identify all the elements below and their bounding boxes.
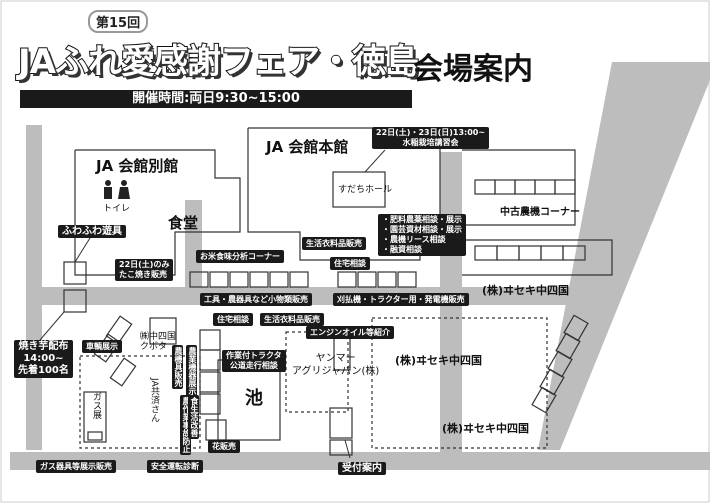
housing-consult-tag-1: 住宅相談 xyxy=(330,257,370,270)
iseki-label-2: (株)ヰセキ中四国 xyxy=(395,354,483,367)
seminar-tag: 22日(土)・23日(日)13:00~ 水稲栽培講習会 xyxy=(372,127,490,149)
sudachi-hall-label: すだちホール xyxy=(338,185,393,195)
consultation-tag: ・肥料農薬相談・展示 ・園芸資材相談・展示 ・農機リース相談 ・融資相談 xyxy=(378,214,466,256)
takoyaki-tag: 22日(土)のみ たこ焼き販売 xyxy=(115,259,174,281)
safety-check-tag: 安全運転診断 xyxy=(147,460,203,473)
vertical-tag-2: 農業機器展示 xyxy=(186,345,197,397)
gas-label: ガス展 xyxy=(91,392,101,419)
yanmar-label: ヤンマー アグリジャパン(株) xyxy=(292,353,380,377)
roast-potato-tag: 焼き芋配布 14:00~ 先着100名 xyxy=(14,340,73,378)
pond-label: 池 xyxy=(245,388,263,409)
tractor-road-tag: 作業付トラクタ 公道走行相談 xyxy=(222,350,286,372)
fuwafuwa-tag: ふわふわ遊具 xyxy=(58,225,126,238)
ja-kyosai-label: JA共済さん xyxy=(149,378,159,423)
gas-sale-tag: ガス器具等展示販売 xyxy=(36,460,116,473)
used-machinery-label: 中古農機コーナー xyxy=(500,207,580,218)
main-hall-label: JA 会館本館 xyxy=(266,138,349,156)
hours-banner: 開催時間:両日9:30~15:00 xyxy=(20,90,412,108)
tools-sale-tag: 工具・農器具など小物類販売 xyxy=(200,293,312,306)
machine-sale-tag: 刈払機・トラクター用・発電機販売 xyxy=(333,293,469,306)
vertical-tag-1: 農機具販売 xyxy=(172,345,183,389)
cafeteria-label: 食堂 xyxy=(168,214,199,232)
venue-guide-title: 会場案内 xyxy=(413,52,533,87)
vertical-tag-4: 食生活改善 xyxy=(188,395,199,439)
daily-goods-tag-1: 生活衣料品販売 xyxy=(302,237,366,250)
iseki-label-3: (株)ヰセキ中四国 xyxy=(442,422,530,435)
rice-analysis-tag: お米食味分析コーナー xyxy=(196,250,284,263)
iseki-label-1: (株)ヰセキ中四国 xyxy=(482,284,570,297)
engine-oil-tag: エンジンオイル等紹介 xyxy=(306,326,394,339)
kubota-label: ㈱中四国 クボタ xyxy=(140,332,177,352)
daily-goods-tag-2: 生活衣料品販売 xyxy=(260,313,324,326)
toilet-icon xyxy=(104,180,130,199)
reception-tag: 受付案内 xyxy=(338,462,386,475)
vertical-tag-3: 農作業事故防止 xyxy=(180,395,191,455)
title-block: 第15回 JAふれ愛感謝フェア・徳島 会場案内 xyxy=(17,6,578,87)
flower-sale-tag: 花販売 xyxy=(208,440,240,453)
housing-consult-tag-2: 住宅相談 xyxy=(213,313,253,326)
toilet-label: トイレ xyxy=(103,204,131,214)
vehicle-display-tag: 車輌展示 xyxy=(82,340,122,353)
edition-badge: 第15回 xyxy=(88,10,149,33)
fair-title: JAふれ愛感謝フェア・徳島 xyxy=(17,41,420,83)
annex-label: JA 会館別館 xyxy=(96,157,179,175)
